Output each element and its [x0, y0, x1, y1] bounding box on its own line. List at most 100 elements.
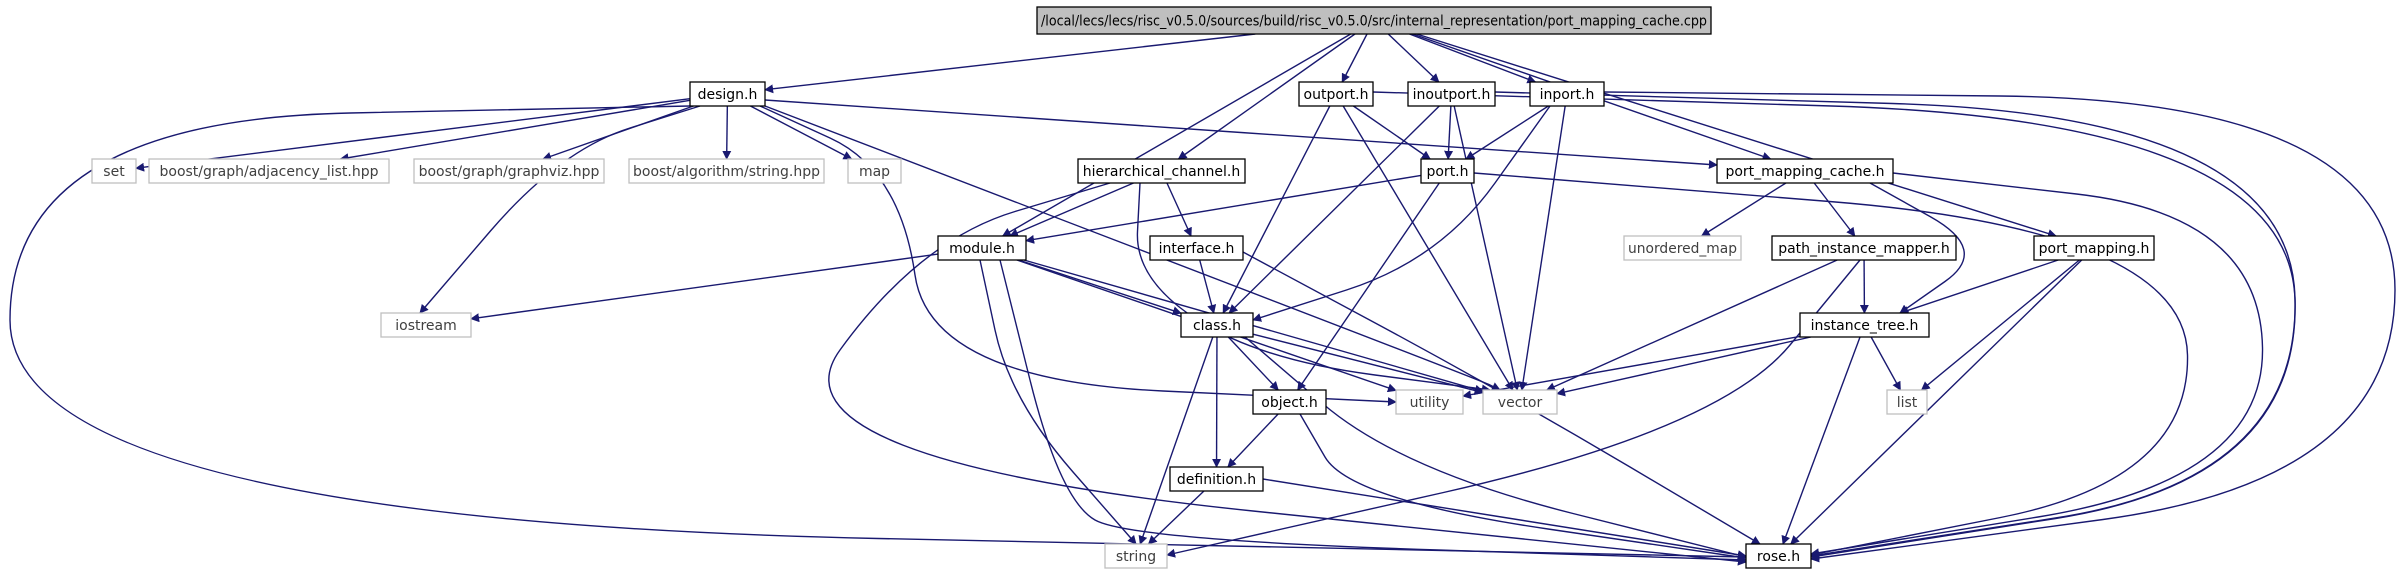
dependency-edges [9, 33, 2396, 566]
node-port-mapping[interactable]: port_mapping.h [2033, 235, 2155, 261]
node-label: list [1897, 395, 1918, 411]
edge-port-mapping-cache-to-instance-tree [1869, 182, 1965, 314]
node-label: instance_tree.h [1811, 318, 1919, 334]
node-rose[interactable]: rose.h [1745, 543, 1812, 569]
edge-module-to-string [979, 259, 1137, 545]
node-definition[interactable]: definition.h [1169, 466, 1264, 492]
node-map: map [847, 158, 902, 184]
node-box [1529, 81, 1605, 107]
node-label: map [859, 164, 890, 180]
node-box [1077, 158, 1246, 184]
edge-port-mapping-cache-to-path-instance-mapper [1813, 182, 1856, 237]
node-root: /local/lecs/lecs/risc_v0.5.0/sources/bui… [1036, 6, 1712, 35]
node-label: interface.h [1159, 241, 1235, 257]
edge-inoutport-to-rose [1494, 91, 2296, 560]
edge-inport-to-port [1465, 105, 1549, 160]
edge-interface-to-class [1199, 259, 1217, 314]
edge-class-to-object [1227, 336, 1279, 391]
node-class[interactable]: class.h [1180, 312, 1254, 338]
node-inport[interactable]: inport.h [1529, 81, 1605, 107]
node-box [689, 81, 766, 107]
node-iostream: iostream [380, 312, 472, 338]
node-interface[interactable]: interface.h [1149, 235, 1244, 261]
edge-root-to-inport [1409, 33, 1537, 84]
node-label: design.h [698, 87, 758, 103]
node-box [1482, 389, 1558, 415]
edge-module-to-iostream [470, 253, 939, 323]
node-label: class.h [1193, 318, 1241, 334]
node-design[interactable]: design.h [689, 81, 766, 107]
node-path-instance-mapper[interactable]: path_instance_mapper.h [1771, 235, 1957, 261]
node-box [1180, 312, 1254, 338]
node-box [628, 158, 825, 184]
node-adjacency-list: boost/graph/adjacency_list.hpp [148, 158, 390, 184]
edge-class-to-string [1138, 336, 1214, 545]
edge-outport-to-port [1352, 105, 1431, 160]
node-string: string [1104, 543, 1168, 569]
edge-inport-to-rose [1603, 91, 2396, 563]
node-module[interactable]: module.h [937, 235, 1027, 261]
edge-root-to-inoutport [1387, 33, 1440, 83]
node-label: boost/graph/adjacency_list.hpp [160, 164, 379, 180]
dependency-nodes: /local/lecs/lecs/risc_v0.5.0/sources/bui… [91, 6, 2155, 569]
edge-definition-to-rose [1262, 478, 1747, 560]
edge-design-to-string-hpp [722, 105, 732, 160]
node-box [91, 158, 137, 184]
edge-port-mapping-to-rose [1790, 259, 2083, 545]
edge-design-to-port-mapping-cache [764, 99, 1718, 169]
node-box [1395, 389, 1464, 415]
node-box [1149, 235, 1244, 261]
edge-port-mapping-to-instance-tree [1899, 259, 2059, 315]
node-vector: vector [1482, 389, 1558, 415]
edge-class-to-vector [1252, 333, 1484, 395]
node-label: set [103, 164, 125, 180]
edge-root-to-design [764, 33, 1256, 94]
node-hierarchical-channel[interactable]: hierarchical_channel.h [1077, 158, 1246, 184]
node-inoutport[interactable]: inoutport.h [1407, 81, 1496, 107]
node-port-mapping-cache[interactable]: port_mapping_cache.h [1716, 158, 1894, 184]
edge-port-to-object [1297, 182, 1440, 391]
edge-instance-tree-to-rose [1781, 336, 1861, 545]
node-label: /local/lecs/lecs/risc_v0.5.0/sources/bui… [1041, 14, 1707, 30]
edge-outport-to-vector [1342, 105, 1514, 391]
node-label: object.h [1261, 395, 1317, 411]
node-box [1799, 312, 1930, 338]
edge-outport-to-class [1222, 105, 1331, 314]
node-label: path_instance_mapper.h [1778, 241, 1950, 257]
edge-port-mapping-to-list [1920, 259, 2080, 391]
node-label: definition.h [1177, 472, 1256, 488]
edge-port-mapping-cache-to-unordered-map [1700, 182, 1787, 237]
edge-object-to-definition [1227, 413, 1279, 468]
edge-root-to-outport [1341, 33, 1368, 83]
node-set: set [91, 158, 137, 184]
node-box [380, 312, 472, 338]
edge-class-to-rose [1244, 336, 1747, 560]
node-instance-tree[interactable]: instance_tree.h [1799, 312, 1930, 338]
node-port[interactable]: port.h [1420, 158, 1475, 184]
node-box [413, 158, 605, 184]
edge-root-to-hierarchical-channel [1177, 33, 1356, 160]
edge-module-to-rose [999, 259, 1747, 565]
node-box [847, 158, 902, 184]
node-label: unordered_map [1628, 241, 1737, 257]
edge-inoutport-to-vector [1453, 105, 1520, 391]
node-label: inoutport.h [1413, 87, 1491, 103]
edge-inport-to-vector [1518, 105, 1566, 391]
node-label: string [1116, 549, 1156, 565]
edge-definition-to-string [1147, 490, 1205, 545]
node-outport[interactable]: outport.h [1298, 81, 1374, 107]
edge-root-to-module [1001, 33, 1352, 237]
node-label: port.h [1426, 164, 1468, 180]
node-box [1623, 235, 1742, 261]
node-object[interactable]: object.h [1252, 389, 1327, 415]
edge-port-to-module [1025, 174, 1422, 244]
edge-module-to-class [1018, 259, 1182, 315]
edge-root-to-port-mapping [1416, 33, 2057, 238]
edge-design-to-vector [764, 105, 1501, 391]
node-graphviz: boost/graph/graphviz.hpp [413, 158, 605, 184]
node-label: utility [1410, 395, 1450, 411]
edge-inport-to-class [1252, 105, 1551, 322]
edge-inoutport-to-port [1444, 105, 1454, 160]
edge-path-instance-mapper-to-vector [1545, 259, 1838, 391]
